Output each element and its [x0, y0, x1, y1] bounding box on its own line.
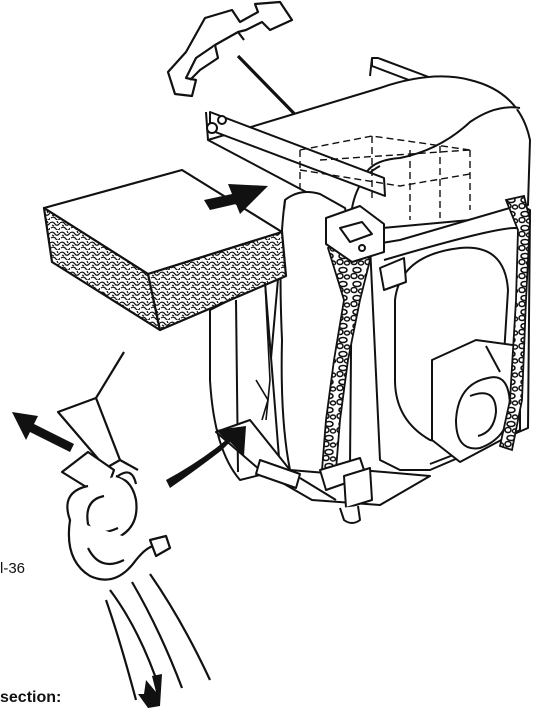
- clip-bracket: [166, 0, 294, 98]
- figure-label: l-36: [0, 560, 26, 577]
- strap-buckle: [56, 351, 211, 701]
- pull-arrow-up-left: [12, 412, 74, 452]
- foam-pad: [42, 168, 288, 332]
- connector-block: [325, 205, 407, 291]
- strap-line: [255, 281, 271, 421]
- rotate-arrow: [166, 426, 246, 488]
- right-chain: [498, 194, 531, 452]
- section-heading: section:: [0, 689, 62, 706]
- hidden-lines: [299, 135, 471, 220]
- unit-frame: [205, 57, 531, 231]
- insert-arrow: [204, 184, 268, 214]
- unit-side-housing: [369, 204, 531, 471]
- pull-arrow-down: [138, 674, 162, 708]
- unit-base: [215, 419, 431, 524]
